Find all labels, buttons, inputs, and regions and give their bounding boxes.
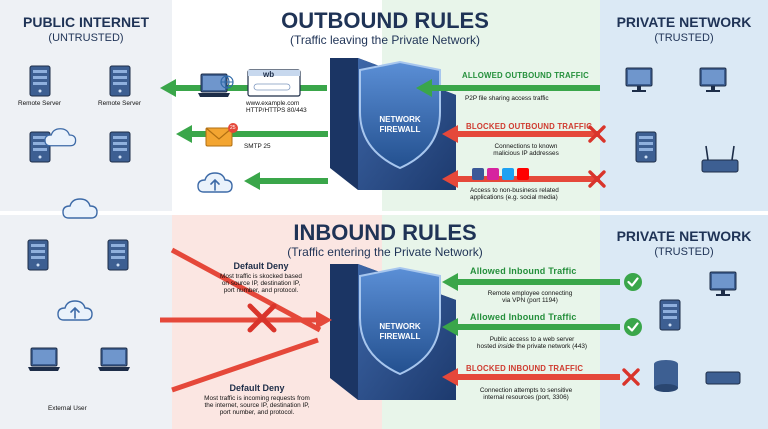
inbound-blocked-label: BLOCKED INBOUND TRAFFIC: [466, 364, 584, 373]
browser-window-icon: [247, 69, 301, 97]
remote-server-icon: [109, 65, 131, 97]
inbound-private-heading: PRIVATE NETWORK: [616, 228, 752, 244]
mail-icon: [205, 123, 238, 147]
outbound-private-subheading: (TRUSTED): [654, 32, 714, 44]
social-media-icons: [472, 168, 529, 180]
desktop-icon: [625, 67, 653, 93]
server-rack-icon: [659, 299, 681, 331]
outbound-subtitle: (Traffic leaving the Private Network): [289, 33, 481, 47]
inbound-blocked-desc-1: Connection attempts to sensitive: [479, 387, 573, 394]
outbound-blocked-desc-2: malicious IP addresses: [493, 150, 559, 157]
web-target-label: www.example.com: [246, 100, 300, 107]
default-deny-top-title: Default Deny: [233, 261, 289, 271]
outbound-blocked-label: BLOCKED OUTBOUND TRAFFIC: [466, 122, 593, 131]
outbound-title: OUTBOUND RULES: [281, 8, 489, 33]
outbound-public-panel: [0, 0, 172, 211]
smtp-target-label: SMTP 25: [244, 143, 271, 150]
default-deny-top-line3: port number, and protocol.: [223, 287, 299, 294]
default-deny-bottom-line2: the internet, source IP, destination IP,: [204, 402, 310, 409]
browser-tab-text: wb: [263, 70, 275, 79]
web-protocol-label: HTTP/HTTPS 80/443: [246, 107, 307, 114]
server-icon: [109, 131, 131, 163]
inbound-blocked-arrow: [442, 368, 640, 386]
default-deny-top-line2: on source IP, destination IP,: [221, 280, 301, 287]
external-user-label: External User: [48, 405, 87, 412]
cloud-upload-icon: [57, 300, 93, 321]
globe-icon: [220, 75, 234, 89]
inbound-firewall-label: NETWORK FIREWALL: [365, 322, 435, 342]
server-stack-icon: [29, 128, 77, 163]
outbound-firewall-label: NETWORK FIREWALL: [365, 115, 435, 135]
remote-server-label: Remote Server: [98, 100, 141, 107]
outbound-social-desc-1: Access to non-business related: [470, 187, 559, 194]
default-deny-top-line1: Most traffic is skocked based: [220, 273, 302, 280]
desc-2b-em: inside: [497, 343, 515, 350]
default-deny-bottom-title: Default Deny: [229, 383, 285, 393]
firewall-label-line2: FIREWALL: [379, 332, 421, 341]
section-divider: [0, 211, 768, 215]
outbound-allowed-label: ALLOWED OUTBOUND TRAFFIC: [462, 71, 589, 80]
inbound-allowed-arrow-1: [442, 271, 644, 293]
database-icon: [654, 360, 678, 392]
inbound-allowed-label-1: Allowed Inbound Traffic: [470, 266, 577, 276]
remote-server-label: Remote Server: [18, 100, 61, 107]
mail-badge: 25: [230, 125, 236, 131]
outbound-social-desc-2: applications (e.g. social media): [470, 194, 558, 201]
inbound-blocked-desc-2: internal resources (port, 3306): [483, 394, 569, 401]
desc-2b-pre: hosted: [476, 343, 498, 350]
inbound-allowed-label-2: Allowed Inbound Traffic: [470, 312, 577, 322]
inbound-allowed-desc-2b: hosted inside the private network (443): [462, 343, 602, 350]
outbound-cloud-arrow: [244, 172, 328, 190]
router-icon: [705, 371, 741, 385]
laptop-icon: [97, 347, 131, 372]
firewall-label-line2: FIREWALL: [379, 125, 421, 134]
outbound-private-heading: PRIVATE NETWORK: [616, 14, 752, 30]
inbound-title: INBOUND RULES: [293, 220, 477, 245]
desktop-icon: [699, 67, 727, 93]
server-icon: [27, 239, 49, 271]
inbound-firewall-icon: [330, 264, 456, 400]
inbound-subtitle: (Traffic entering the Private Network): [287, 245, 483, 259]
inbound-allowed-desc-1b: via VPN (port 1194): [502, 297, 558, 304]
inbound-private-subheading: (TRUSTED): [654, 246, 714, 258]
firewall-label-line1: NETWORK: [379, 115, 421, 124]
outbound-allowed-desc: P2P file sharing access traffic: [465, 95, 549, 102]
default-deny-bottom-line1: Most traffic is incoming requests from: [204, 395, 310, 402]
cloud-upload-icon: [197, 172, 233, 193]
inbound-allowed-desc-1a: Remote employee connecting: [487, 290, 573, 297]
outbound-blocked-arrow: [442, 125, 606, 143]
firewall-label-line1: NETWORK: [379, 322, 421, 331]
server-icon: [107, 239, 129, 271]
outbound-private-panel: [600, 0, 768, 211]
laptop-icon: [27, 347, 61, 372]
router-icon: [701, 145, 739, 173]
inbound-allowed-desc-2a: Public access to a web server: [489, 336, 575, 343]
outbound-public-heading: PUBLIC INTERNET: [23, 14, 149, 30]
remote-server-icon: [29, 65, 51, 97]
outbound-public-subheading: (UNTRUSTED): [48, 32, 124, 44]
inbound-allowed-arrow-2: [442, 316, 644, 338]
server-rack-icon: [635, 131, 657, 163]
outbound-smtp-arrow: [176, 125, 328, 143]
desc-2b-post: the private network (443): [514, 343, 588, 350]
desktop-icon: [709, 271, 737, 297]
inbound-default-deny-arrow: [160, 247, 332, 393]
default-deny-bottom-line3: port number, and protocol.: [219, 409, 295, 416]
cloud-icon: [62, 198, 98, 219]
outbound-blocked-desc-1: Connections to known: [494, 143, 558, 150]
